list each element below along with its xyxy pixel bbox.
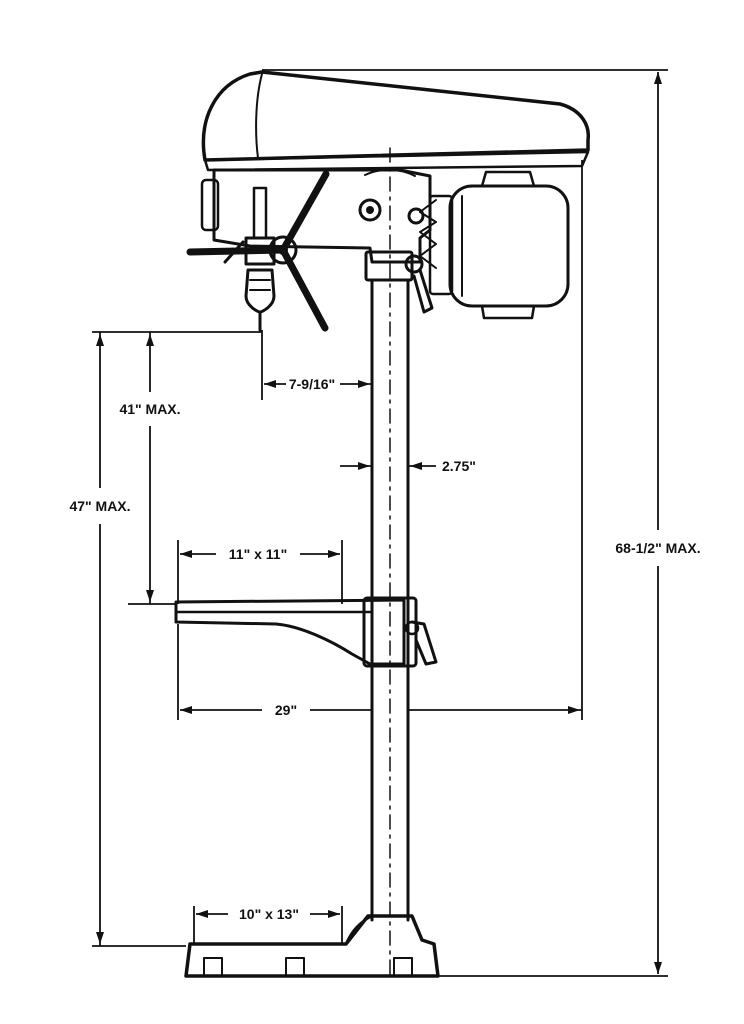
label-column-diameter: 2.75"	[442, 458, 476, 474]
tension-knobs	[358, 198, 434, 314]
label-table-size: 11" x 11"	[229, 546, 287, 562]
dimension-labels: 7-9/16" 2.75" 41" MAX. 47" MAX. 11" x 11…	[69, 376, 700, 922]
label-overall-height: 68-1/2" MAX.	[615, 540, 700, 556]
base	[184, 914, 440, 978]
dimension-lines	[92, 69, 668, 977]
chuck	[244, 186, 276, 332]
label-spindle-to-table: 41" MAX.	[119, 401, 180, 417]
motor	[419, 170, 570, 320]
label-base-size: 10" x 13"	[239, 906, 299, 922]
column	[364, 147, 414, 981]
label-spindle-to-column: 7-9/16"	[289, 376, 335, 392]
table	[174, 596, 438, 668]
head-casting	[200, 168, 432, 264]
feed-handles	[186, 170, 330, 332]
label-swing: 29"	[275, 702, 297, 718]
head-cover	[201, 70, 591, 172]
label-spindle-to-base: 47" MAX.	[69, 498, 130, 514]
drill-press	[174, 70, 591, 981]
